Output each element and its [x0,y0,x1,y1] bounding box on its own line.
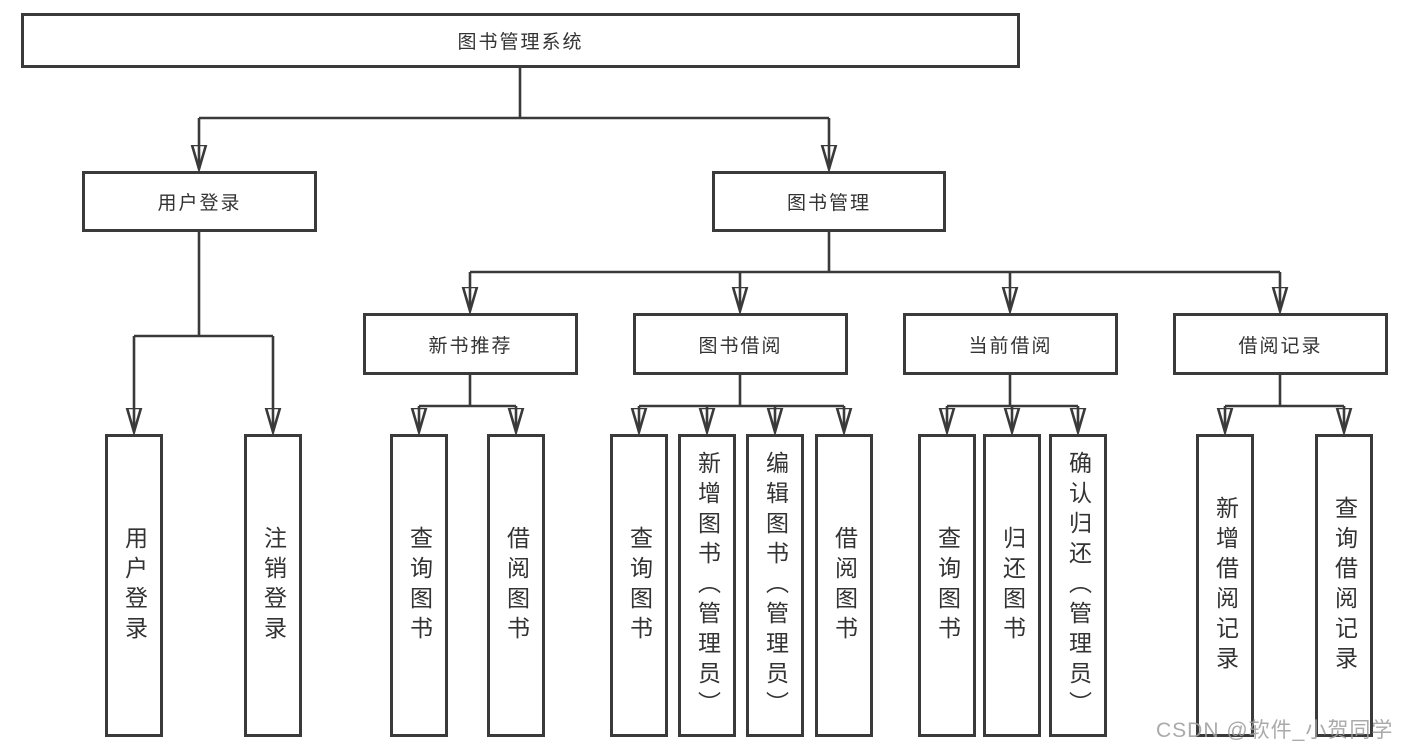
leaf-edit-books-admin: 编辑图书（管理员） [746,434,804,737]
leaf-borrow-books: 借阅图书 [815,434,873,737]
connector-book-borrow-children [639,375,844,432]
connector-borrow-record-children [1225,375,1344,432]
node-borrowing-records: 借阅记录 [1173,313,1388,375]
leaf-return-books: 归还图书 [983,434,1041,737]
leaf-add-borrow-record: 新增借阅记录 [1196,434,1254,737]
connector-book-mgmt-children [470,232,1280,311]
leaf-user-login: 用户登录 [105,434,163,737]
connector-new-book-children [419,375,516,432]
node-book-management: 图书管理 [712,171,946,232]
node-new-book-recommend: 新书推荐 [363,313,578,375]
node-book-borrowing: 图书借阅 [633,313,848,375]
leaf-logout: 注销登录 [244,434,302,737]
leaf-confirm-return-admin: 确认归还（管理员） [1049,434,1107,737]
csdn-watermark: CSDN @软件_小贺同学 [1156,719,1394,742]
node-root-library-system: 图书管理系统 [21,13,1020,68]
connector-current-borrow-children [947,375,1078,432]
connector-user-login-children [134,232,273,432]
leaf-add-books-admin: 新增图书（管理员） [678,434,736,737]
connector-root-to-level1 [199,68,829,169]
node-user-login: 用户登录 [82,171,317,232]
leaf-query-books-current: 查询图书 [918,434,976,737]
leaf-query-borrow-record: 查询借阅记录 [1315,434,1373,737]
leaf-borrow-books-recommend: 借阅图书 [487,434,545,737]
node-current-borrowing: 当前借阅 [903,313,1118,375]
leaf-query-books-recommend: 查询图书 [390,434,448,737]
leaf-query-books-borrow: 查询图书 [610,434,668,737]
